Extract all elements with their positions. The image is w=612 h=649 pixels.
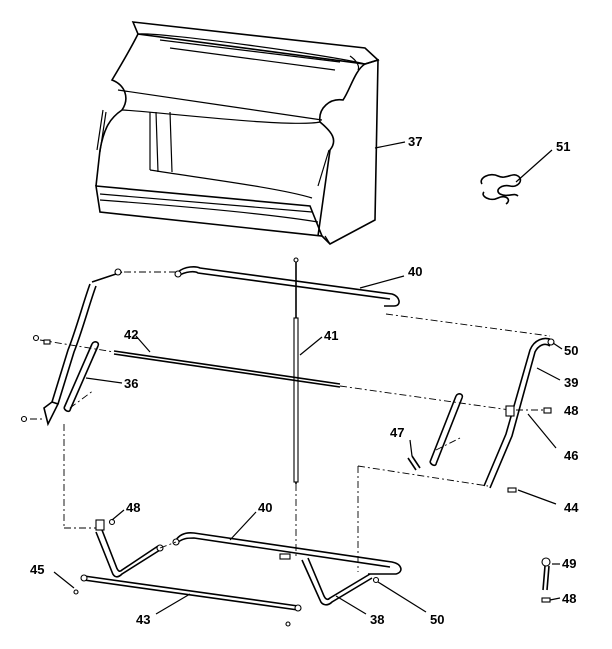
part-label-43: 43 — [136, 612, 150, 627]
grass-catcher-bag — [95, 21, 380, 245]
right-fastener-48 — [516, 407, 552, 414]
part-label-40-top: 40 — [408, 264, 422, 279]
part-label-48-right: 48 — [564, 403, 578, 418]
dashline-47 — [435, 437, 461, 451]
part-label-36: 36 — [124, 376, 138, 391]
left-side-support — [43, 341, 100, 427]
left-fasteners — [20, 334, 51, 423]
part-label-48-left: 48 — [126, 500, 140, 515]
part-label-47: 47 — [390, 425, 404, 440]
part-label-42: 42 — [124, 327, 138, 342]
part-label-39: 39 — [564, 375, 578, 390]
part-label-44: 44 — [564, 500, 579, 515]
leader-40-top — [359, 275, 405, 289]
center-strut — [407, 393, 464, 471]
cross-rod — [113, 335, 341, 388]
part-label-40-bottom: 40 — [258, 500, 272, 515]
leader-36 — [85, 377, 123, 384]
dashline-top-right — [385, 313, 551, 337]
leader-38 — [335, 595, 367, 615]
lower-frame-rod — [95, 519, 402, 606]
leader-37 — [374, 141, 406, 149]
leader-47 — [409, 439, 413, 457]
bottom-cross-rod — [73, 574, 302, 627]
clevis-pin — [541, 557, 560, 591]
upper-frame-rod — [51, 266, 400, 405]
dashline-right-rod — [339, 385, 511, 411]
leader-40-bottom — [229, 511, 257, 541]
dashline-lower-link — [159, 541, 177, 549]
part-label-51: 51 — [556, 139, 570, 154]
fastener-48-left — [108, 509, 125, 526]
part-label-49: 49 — [562, 556, 576, 571]
dashline-44 — [357, 465, 489, 487]
part-label-50-right: 50 — [564, 343, 578, 358]
part-label-45: 45 — [30, 562, 44, 577]
part-label-48-bottom: 48 — [562, 591, 576, 606]
fastener-44 — [507, 487, 557, 505]
leader-45 — [53, 571, 75, 589]
part-label-50-bottom: 50 — [430, 612, 444, 627]
part-label-38: 38 — [370, 612, 384, 627]
dashline-36 — [69, 389, 95, 409]
leader-46 — [527, 413, 557, 449]
vertical-rod — [293, 257, 323, 484]
right-side-frame — [483, 337, 563, 489]
part-label-41: 41 — [324, 328, 338, 343]
spring-clip — [480, 149, 553, 205]
fastener-50-bottom — [372, 576, 427, 613]
part-label-46: 46 — [564, 448, 578, 463]
dashline-left-rod — [39, 339, 115, 353]
part-label-37: 37 — [408, 134, 422, 149]
fastener-48-bottom — [541, 597, 561, 603]
